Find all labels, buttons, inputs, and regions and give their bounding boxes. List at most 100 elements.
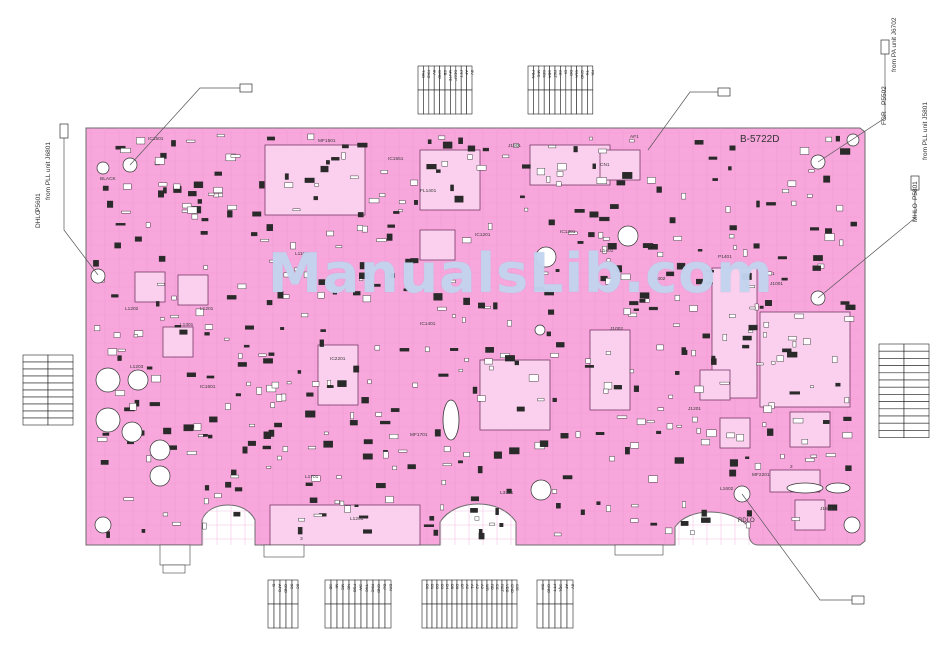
pin-label: CLK <box>574 70 579 78</box>
smd-component <box>230 474 239 479</box>
smd-component <box>513 143 520 148</box>
smd-component <box>170 315 180 318</box>
pin-label: GND <box>510 584 515 593</box>
pin-label: ME <box>341 584 346 590</box>
smd-component <box>146 455 152 463</box>
smd-component <box>728 166 732 171</box>
smd-component <box>647 177 656 184</box>
smd-component <box>237 362 247 367</box>
smd-component <box>230 469 237 476</box>
smd-component <box>387 224 396 228</box>
smd-component <box>493 302 498 310</box>
smd-component <box>629 139 635 143</box>
smd-component <box>423 524 435 527</box>
smd-component <box>763 405 773 413</box>
smd-component <box>389 273 395 278</box>
smd-component <box>733 245 737 250</box>
smd-component <box>568 231 578 235</box>
smd-component <box>380 169 388 174</box>
smd-component <box>375 412 382 417</box>
smd-component <box>209 416 218 423</box>
smd-component <box>141 529 146 533</box>
smd-component <box>311 475 321 482</box>
smd-component <box>599 216 610 222</box>
component-label: CN1 <box>600 162 610 168</box>
smd-component <box>233 511 241 517</box>
smd-component <box>353 365 360 373</box>
smd-component <box>149 402 160 407</box>
smd-component <box>484 358 493 365</box>
smd-component <box>502 154 510 158</box>
smd-component <box>666 423 673 430</box>
smd-component <box>548 144 557 149</box>
smd-component <box>499 523 504 528</box>
smd-component <box>163 427 172 435</box>
smd-component <box>224 337 230 341</box>
smd-component <box>777 256 787 260</box>
pin-label: BU <box>383 584 388 590</box>
smd-component <box>813 255 823 261</box>
smd-component <box>556 171 564 177</box>
smd-component <box>681 192 687 200</box>
smd-component <box>776 355 784 362</box>
ic-block <box>599 149 641 181</box>
pin-label: 8C <box>296 584 301 589</box>
smd-component <box>107 348 118 356</box>
smd-component <box>607 242 617 250</box>
smd-component <box>163 187 167 194</box>
pin-label: GND <box>377 584 382 593</box>
smd-component <box>810 385 814 388</box>
smd-component <box>656 344 664 351</box>
smd-component <box>159 317 165 321</box>
smd-component <box>266 224 273 231</box>
smd-component <box>282 446 289 452</box>
pin-label: RX <box>591 70 596 76</box>
hole-or-capacitor <box>846 133 860 147</box>
pin-label: RST <box>553 70 558 79</box>
component-label: L1101 <box>295 251 308 257</box>
smd-component <box>742 344 750 349</box>
smd-component <box>206 375 215 379</box>
smd-component <box>320 165 329 173</box>
smd-component <box>374 345 380 351</box>
smd-component <box>242 446 248 454</box>
smd-component <box>350 175 359 179</box>
smd-component <box>646 420 655 423</box>
smd-component <box>305 410 316 418</box>
smd-component <box>596 501 601 505</box>
smd-component <box>114 242 121 249</box>
smd-component <box>544 289 555 296</box>
smd-component <box>729 145 736 151</box>
hole-or-capacitor <box>149 439 171 461</box>
hole-or-capacitor <box>149 465 171 487</box>
ic-block <box>264 144 366 216</box>
pin-label: BEEP <box>454 70 459 81</box>
smd-component <box>689 305 698 312</box>
smd-component <box>433 529 439 536</box>
component-label: AF1 <box>630 134 639 140</box>
connector-stub-center <box>263 544 305 558</box>
connector-stub-right <box>614 544 664 556</box>
smd-component <box>187 206 198 214</box>
smd-component <box>214 171 222 176</box>
smd-component <box>616 265 623 273</box>
component-label: L1201 <box>350 516 364 522</box>
smd-component <box>749 306 756 310</box>
smd-component <box>201 218 209 222</box>
smd-component <box>516 406 525 412</box>
smd-component <box>620 273 631 280</box>
smd-component <box>835 382 841 387</box>
component-label: J1901 <box>508 143 521 149</box>
smd-component <box>197 199 202 204</box>
smd-component <box>666 271 675 277</box>
left-connector-sig: DHLO <box>35 210 42 228</box>
pin-label: GND <box>437 70 442 79</box>
coil <box>825 482 851 494</box>
smd-component <box>298 518 305 522</box>
smd-component <box>656 430 662 435</box>
pin-label: PSB <box>353 584 358 592</box>
smd-component <box>803 338 811 345</box>
